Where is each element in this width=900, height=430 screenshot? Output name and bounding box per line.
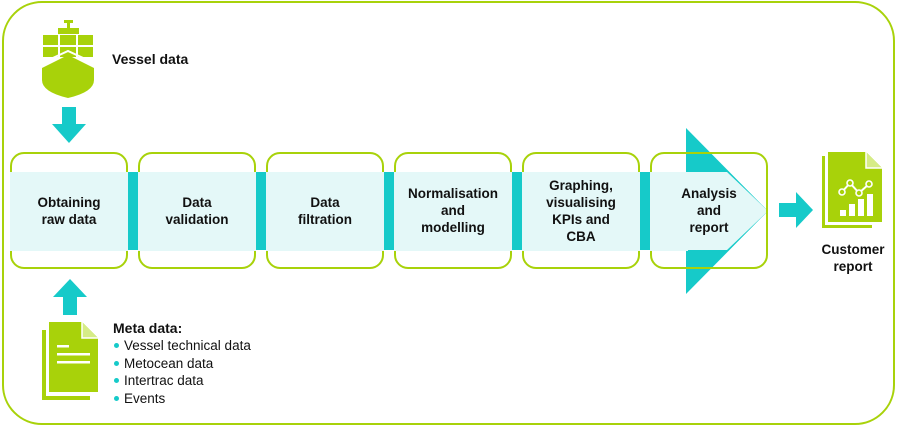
diagram-frame: [2, 1, 895, 425]
step-fill: [522, 172, 640, 251]
step-graphing-visualising: Graphing, visualising KPIs and CBA: [522, 152, 640, 269]
meta-data-item: Intertrac data: [113, 372, 251, 390]
vessel-data-label: Vessel data: [112, 51, 189, 67]
step-label: Data filtration: [298, 194, 352, 227]
step-fill: [394, 172, 512, 251]
arrow-down-icon: [52, 107, 86, 143]
step-data-filtration: Data filtration: [266, 152, 384, 269]
step-label: Analysis and report: [681, 186, 737, 235]
report-chart-icon: [822, 152, 882, 228]
step-obtaining-raw-data: Obtaining raw data: [10, 152, 128, 269]
step-normalisation-modelling: Normalisation and modelling: [394, 152, 512, 269]
step-analysis-report: Analysis and report: [650, 152, 768, 269]
meta-data-item: Events: [113, 390, 251, 408]
customer-report-label: Customer report: [821, 242, 885, 274]
step-fill: [10, 172, 128, 251]
meta-data-list: Vessel technical data Metocean data Inte…: [113, 337, 251, 407]
step-fill: [266, 172, 384, 251]
step-label: Obtaining raw data: [37, 194, 101, 227]
step-label: Data validation: [165, 194, 229, 227]
meta-data-title: Meta data:: [113, 320, 183, 336]
step-label: Normalisation and modelling: [407, 186, 499, 235]
flow-chevron-arrow: [686, 128, 768, 294]
meta-data-item: Vessel technical data: [113, 337, 251, 355]
step-fill: [650, 172, 688, 251]
step-label: Graphing, visualising KPIs and CBA: [546, 177, 616, 244]
document-icon: [42, 322, 98, 400]
arrow-right-icon: [779, 192, 813, 228]
step-fill: [138, 172, 256, 251]
step-data-validation: Data validation: [138, 152, 256, 269]
arrow-up-icon: [53, 279, 87, 315]
ship-icon: [41, 20, 95, 98]
meta-data-item: Metocean data: [113, 355, 251, 373]
